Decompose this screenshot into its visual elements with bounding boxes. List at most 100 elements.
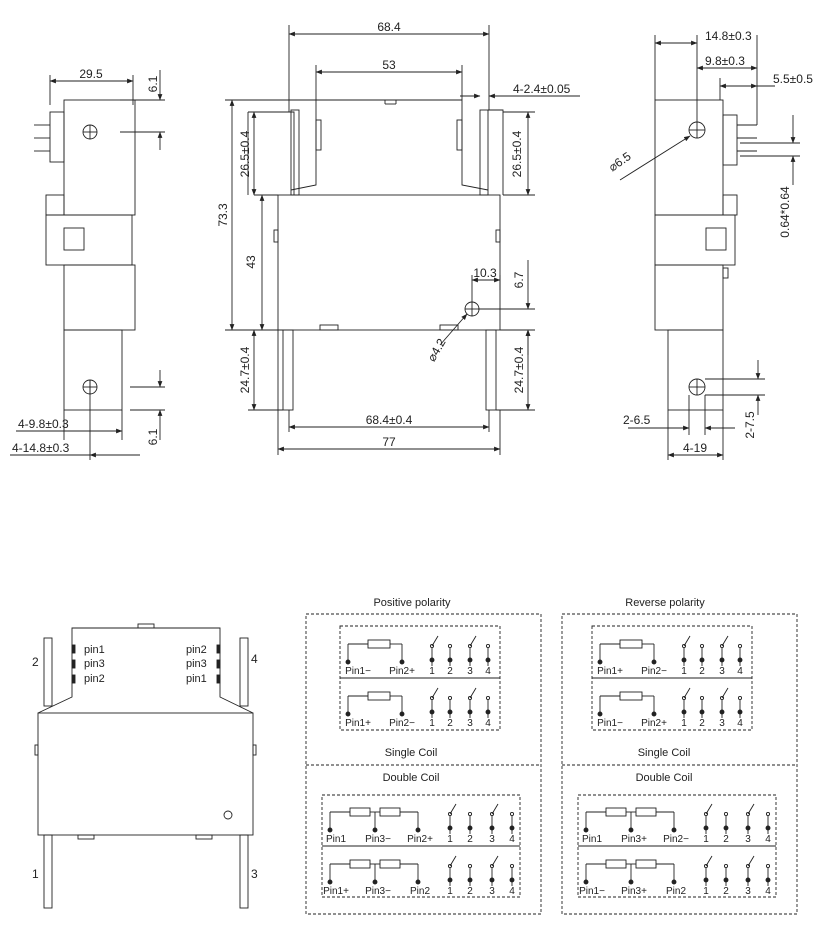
pin-right-2: pin3 <box>186 658 207 670</box>
coil-label-ps0-a: Pin1− <box>345 666 371 677</box>
dim-73-3: 73.3 <box>216 203 230 227</box>
coil-label-rs1-a: Pin1− <box>597 718 623 729</box>
dim-0-64: 0.64*0.64 <box>778 186 792 238</box>
contact-rs1-4: 4 <box>737 718 743 729</box>
side-view-left <box>10 70 165 460</box>
schematic-titles: Positive polarity Reverse polarity Singl… <box>373 597 705 784</box>
dcontact-pd1-2: 2 <box>467 886 473 897</box>
dim-9-8: 9.8±0.3 <box>705 54 745 68</box>
contact-rs0-2: 2 <box>699 666 705 677</box>
contact-ps1-3: 3 <box>467 718 473 729</box>
positive-polarity-title: Positive polarity <box>373 597 451 609</box>
contact-ps0-3: 3 <box>467 666 473 677</box>
contact-rs1-1: 1 <box>681 718 687 729</box>
dcontact-rd0-3: 3 <box>745 834 751 845</box>
dim-68-4: 68.4 <box>377 20 401 34</box>
dim-26-5-right: 26.5±0.4 <box>510 130 524 177</box>
dim-77: 77 <box>382 435 396 449</box>
dcoil-label-pd0-c: Pin2+ <box>407 834 433 845</box>
contact-ps0-1: 1 <box>429 666 435 677</box>
dim-53: 53 <box>382 58 396 72</box>
dim-24-7-left: 24.7±0.4 <box>238 346 252 393</box>
double-coil-label-left: Double Coil <box>383 772 440 784</box>
dim-6-1-bottom: 6.1 <box>146 428 160 445</box>
contact-rs0-3: 3 <box>719 666 725 677</box>
dim-10-3: 10.3 <box>473 266 497 280</box>
dim-26-5-left: 26.5±0.4 <box>238 130 252 177</box>
contact-ps0-2: 2 <box>447 666 453 677</box>
contact-rs0-4: 4 <box>737 666 743 677</box>
dcontact-pd1-4: 4 <box>509 886 515 897</box>
dcontact-rd1-3: 3 <box>745 886 751 897</box>
dcoil-label-pd0-b: Pin3− <box>365 834 391 845</box>
contact-rs0-1: 1 <box>681 666 687 677</box>
terminal-1: 1 <box>32 867 39 881</box>
coil-label-rs0-a: Pin1+ <box>597 666 623 677</box>
dcontact-rd1-4: 4 <box>765 886 771 897</box>
dcontact-pd1-1: 1 <box>447 886 453 897</box>
dim-4-9-8: 4-9.8±0.3 <box>18 417 69 431</box>
contact-ps0-4: 4 <box>485 666 491 677</box>
coil-label-ps1-a: Pin1+ <box>345 718 371 729</box>
dim-6-7: 6.7 <box>512 271 526 288</box>
dim-24-7-right: 24.7±0.4 <box>512 346 526 393</box>
contact-ps1-1: 1 <box>429 718 435 729</box>
terminal-2: 2 <box>32 655 39 669</box>
pin-right-3: pin1 <box>186 673 207 685</box>
dim-4-14-8: 4-14.8±0.3 <box>12 441 70 455</box>
dcontact-pd0-3: 3 <box>489 834 495 845</box>
contact-ps1-4: 4 <box>485 718 491 729</box>
pin-labels: pin1 pin3 pin2 pin2 pin3 pin1 2 4 1 3 <box>32 644 258 881</box>
coil-label-ps1-b: Pin2− <box>389 718 415 729</box>
coil-label-rs1-b: Pin2+ <box>641 718 667 729</box>
dim-4-2-4: 4-2.4±0.05 <box>513 82 571 96</box>
dcoil-label-rd1-c: Pin2 <box>666 886 686 897</box>
reverse-polarity-title: Reverse polarity <box>625 597 705 609</box>
dim-hole-4-2: ⌀4.2 <box>424 336 448 364</box>
schematic-symbols <box>327 635 771 886</box>
dcoil-label-rd0-c: Pin2− <box>663 834 689 845</box>
pin-right-1: pin2 <box>186 644 207 656</box>
dcontact-rd1-1: 1 <box>703 886 709 897</box>
dcontact-pd1-3: 3 <box>489 886 495 897</box>
dim-14-8: 14.8±0.3 <box>705 29 752 43</box>
terminal-3: 3 <box>251 867 258 881</box>
dcoil-label-rd1-a: Pin1− <box>579 886 605 897</box>
dim-68-4-tol: 68.4±0.4 <box>366 413 413 427</box>
coil-label-ps0-b: Pin2+ <box>389 666 415 677</box>
dcoil-label-pd1-b: Pin3− <box>365 886 391 897</box>
dim-6-1-top: 6.1 <box>146 75 160 92</box>
dcoil-label-pd1-a: Pin1+ <box>323 886 349 897</box>
dim-hole-6-5: ⌀6.5 <box>606 149 634 174</box>
dim-labels: 29.5 6.1 4-9.8±0.3 4-14.8±0.3 6.1 68.4 5… <box>12 20 813 455</box>
double-coil-label-right: Double Coil <box>636 772 693 784</box>
dcontact-pd0-2: 2 <box>467 834 473 845</box>
dcoil-label-rd1-b: Pin3+ <box>621 886 647 897</box>
pin-left-3: pin2 <box>84 673 105 685</box>
single-coil-label-right: Single Coil <box>638 747 691 759</box>
contact-rs1-3: 3 <box>719 718 725 729</box>
dim-5-5: 5.5±0.5 <box>773 72 813 86</box>
dcontact-pd0-4: 4 <box>509 834 515 845</box>
terminal-4: 4 <box>251 652 258 666</box>
dim-43: 43 <box>244 255 258 269</box>
dim-2-6-5: 2-6.5 <box>623 413 651 427</box>
single-coil-label-left: Single Coil <box>385 747 438 759</box>
coil-label-rs0-b: Pin2− <box>641 666 667 677</box>
dcoil-label-rd0-a: Pin1 <box>582 834 602 845</box>
side-view-right <box>619 35 800 460</box>
dcontact-rd0-2: 2 <box>723 834 729 845</box>
dcoil-label-pd1-c: Pin2 <box>410 886 430 897</box>
pin-left-1: pin1 <box>84 644 105 656</box>
pin-left-2: pin3 <box>84 658 105 670</box>
dim-29-5: 29.5 <box>79 67 103 81</box>
dcontact-pd0-1: 1 <box>447 834 453 845</box>
contact-ps1-2: 2 <box>447 718 453 729</box>
dcoil-label-pd0-a: Pin1 <box>326 834 346 845</box>
dcoil-label-rd0-b: Pin3+ <box>621 834 647 845</box>
pin-view <box>34 623 257 909</box>
dim-2-7-5: 2-7.5 <box>743 411 757 439</box>
dim-4-19: 4-19 <box>683 441 707 455</box>
